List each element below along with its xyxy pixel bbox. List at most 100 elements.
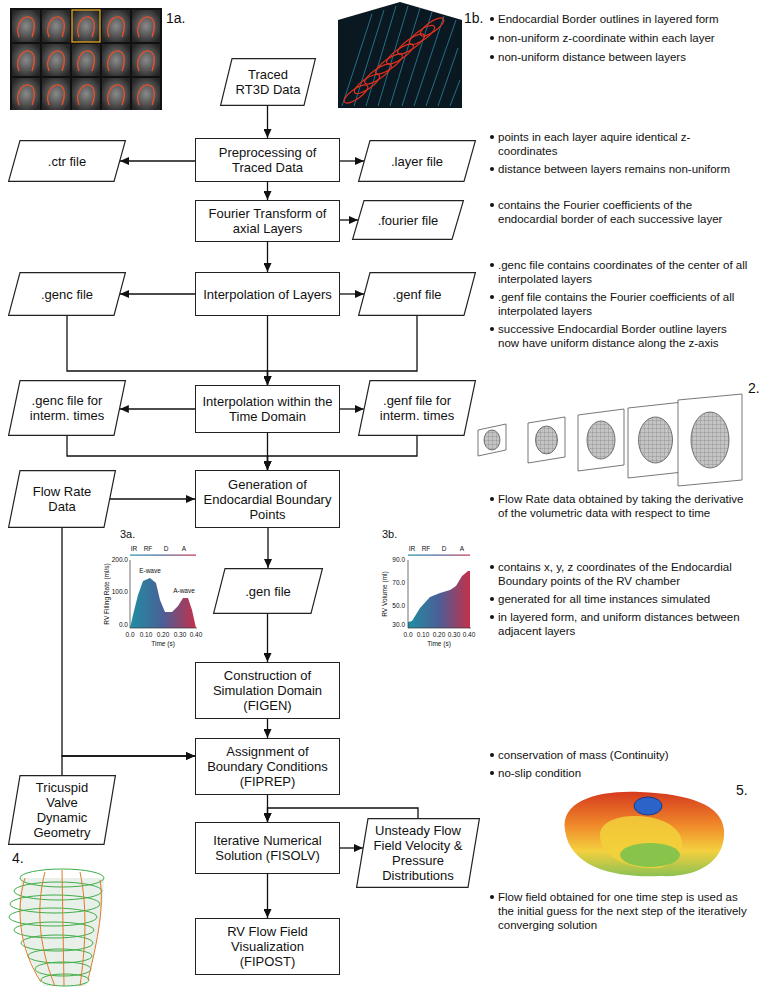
note-text: distance between layers remains non-unif… xyxy=(498,162,748,176)
chart-label: 70.0 xyxy=(392,579,405,586)
chart-label: 0.40 xyxy=(463,631,476,638)
data-parallelogram: .genc file for interm. times xyxy=(8,380,126,436)
flow-arrow xyxy=(267,874,268,918)
chart-label: Time (s) xyxy=(151,640,175,647)
bullet-dot xyxy=(490,36,494,40)
node-text: Tricuspid Valve Dynamic Geometry xyxy=(23,780,101,840)
chart-label: A xyxy=(182,545,186,552)
chart-label: D xyxy=(164,545,169,552)
chart-label: IR xyxy=(409,545,416,552)
chart-label: 0.40 xyxy=(190,631,203,638)
node-text: .fourier file xyxy=(378,213,439,228)
flow-arrow xyxy=(267,614,268,662)
process-box: Generation of Endocardial Boundary Point… xyxy=(195,470,340,528)
chart-label: 90.0 xyxy=(392,556,405,563)
data-parallelogram: Flow Rate Data xyxy=(8,470,116,528)
note-text: successive Endocardial Border outline la… xyxy=(498,322,748,350)
flow-arrow xyxy=(120,408,195,409)
note-text: generated for all time instances simulat… xyxy=(498,592,748,606)
bullet-dot xyxy=(490,167,494,171)
chart-label: 0.10 xyxy=(417,631,430,638)
parallelogram-shape xyxy=(359,273,476,316)
note-text: .genf file contains the Fourier coeffici… xyxy=(498,290,748,318)
process-box: Iterative Numerical Solution (FISOLV) xyxy=(195,822,340,874)
node-text: .genf file xyxy=(392,287,441,302)
parallelogram-shape xyxy=(353,201,464,240)
bullet-dot xyxy=(490,597,494,601)
node-text: Traced RT3D Data xyxy=(235,67,301,97)
node-text: RV Flow Field Visualization (FIPOST) xyxy=(202,924,333,969)
data-parallelogram: Tricuspid Valve Dynamic Geometry xyxy=(8,775,116,845)
process-box: RV Flow Field Visualization (FIPOST) xyxy=(195,918,340,975)
volume-chart xyxy=(408,555,471,629)
flow-arrow xyxy=(267,719,268,738)
figure-number: 1b. xyxy=(464,10,483,26)
axis-title: RV Volume (ml) xyxy=(381,571,388,616)
data-parallelogram: .genf file xyxy=(358,272,476,316)
process-box: Preprocessing of Traced Data xyxy=(195,138,340,182)
data-parallelogram: .gen file xyxy=(213,568,323,614)
interpolated-layers xyxy=(478,394,742,486)
bullet-dot xyxy=(490,135,494,139)
parallelogram-shape xyxy=(357,819,480,888)
bullet-dot xyxy=(490,771,494,775)
node-text: Interpolation of Layers xyxy=(203,287,332,302)
parallelogram-shape xyxy=(359,381,476,436)
note-text: in layered form, and uniform distances b… xyxy=(498,610,748,638)
flow-arrow xyxy=(268,316,418,385)
bullet-dot xyxy=(490,615,494,619)
node-text: Fourier Transform of axial Layers xyxy=(202,206,333,236)
data-parallelogram: .ctr file xyxy=(8,140,126,182)
chart-label: 100.0 xyxy=(112,588,128,595)
flow-arrow xyxy=(340,847,363,848)
flow-arrow xyxy=(267,182,268,200)
chart-label: RF xyxy=(144,545,153,552)
chart-label: 0.30 xyxy=(174,631,187,638)
flow-arrow xyxy=(268,436,418,470)
flow-arrow xyxy=(340,408,364,409)
note-text: conservation of mass (Continuity) xyxy=(498,748,748,762)
node-text: Preprocessing of Traced Data xyxy=(202,145,333,175)
bullet-dot xyxy=(490,565,494,569)
node-text: .layer file xyxy=(391,154,443,169)
figure-number: 3b. xyxy=(382,528,397,541)
flow-arrow xyxy=(120,293,195,294)
data-parallelogram: Traced RT3D Data xyxy=(220,58,316,106)
chart-label: 0.20 xyxy=(433,631,446,638)
note-text: contains the Fourier coefficients of the… xyxy=(498,198,748,226)
chart-label: 30.0 xyxy=(392,621,405,628)
chart-label: 0.0 xyxy=(119,621,128,628)
note-text: Endocardial Border outlines in layered f… xyxy=(498,12,748,26)
parallelogram-shape xyxy=(9,776,116,845)
flow-arrow xyxy=(67,316,268,385)
node-text: .ctr file xyxy=(48,154,86,169)
bullet-dot xyxy=(490,263,494,267)
process-box: Assignment of Boundary Conditions (FIPRE… xyxy=(195,738,340,795)
flow-arrow xyxy=(267,242,268,272)
flow-arrow xyxy=(120,160,195,161)
chart-label: 0.20 xyxy=(157,631,170,638)
note-text: .genc file contains coordinates of the c… xyxy=(498,258,748,286)
node-text: .genc file xyxy=(41,287,93,302)
figure-number: 5. xyxy=(736,782,748,798)
traced-volume xyxy=(338,2,462,108)
figure-number: 1a. xyxy=(166,10,185,26)
bullet-dot xyxy=(490,295,494,299)
flow-arrow xyxy=(267,528,268,568)
chart-label: IR xyxy=(131,545,138,552)
node-text: Generation of Endocardial Boundary Point… xyxy=(202,477,333,522)
flow-arrow xyxy=(340,219,358,220)
node-text: Assignment of Boundary Conditions (FIPRE… xyxy=(202,744,333,789)
node-text: .gen file xyxy=(245,584,291,599)
axis-title: RV Filling Rate (ml/s) xyxy=(103,563,110,624)
node-text: Interpolation within the Time Domain xyxy=(202,394,333,424)
figure-number: 2. xyxy=(748,380,760,396)
parallelogram-shape xyxy=(9,381,126,436)
data-parallelogram: .genf file for interm. times xyxy=(358,380,476,436)
note-text: non-uniform z-coordinate within each lay… xyxy=(498,31,748,45)
note-text: non-uniform distance between layers xyxy=(498,50,748,64)
flow-field xyxy=(565,792,725,877)
data-parallelogram: .genc file xyxy=(8,272,126,316)
note-text: contains x, y, z coordinates of the Endo… xyxy=(498,560,748,588)
chart-label: A xyxy=(460,545,464,552)
